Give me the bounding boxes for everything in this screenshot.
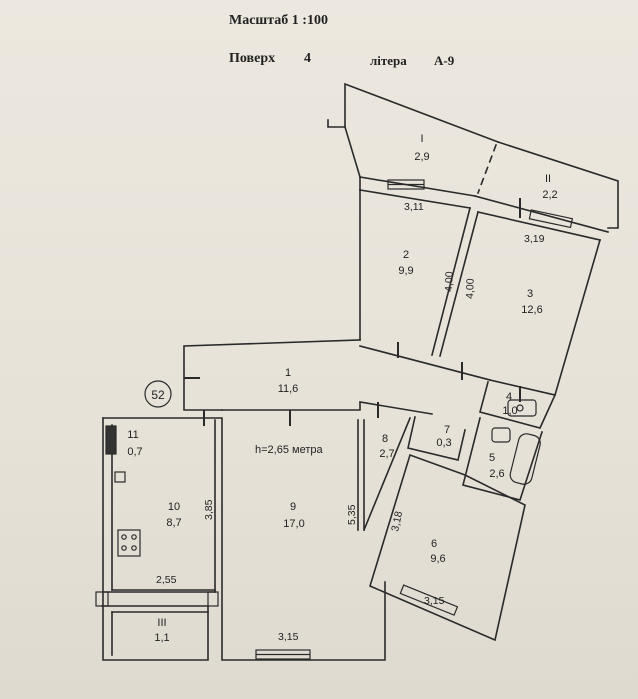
room-id: 11: [127, 429, 138, 441]
height-note: h=2,65 метра: [255, 444, 323, 456]
dimension-label: 3,15: [278, 631, 299, 643]
room-id: 5: [489, 452, 495, 464]
dimension-label: 4,00: [443, 271, 456, 292]
room-id: 3: [527, 288, 533, 300]
room-area: 17,0: [283, 518, 304, 530]
floor-label: Поверх: [229, 51, 276, 66]
scale-label: Масштаб 1 :100: [229, 13, 328, 28]
room-id: 6: [431, 538, 437, 550]
room-id: 4: [506, 391, 512, 403]
room-area: 2,7: [379, 448, 394, 460]
room-id: 2: [403, 249, 409, 261]
dimension-label: 3,15: [424, 595, 445, 607]
dimension-label: 3,19: [524, 233, 545, 245]
building-number: 52: [151, 388, 165, 402]
dimension-label: 5,35: [346, 504, 358, 525]
letter-value: А-9: [434, 53, 455, 68]
room-id: III: [157, 617, 166, 629]
room-id: 1: [285, 367, 291, 379]
letter-label: літера: [370, 53, 407, 68]
dimension-label: 3,85: [203, 499, 215, 520]
room-id: I: [420, 133, 423, 145]
room-area: 2,6: [489, 468, 504, 480]
floor-value: 4: [304, 51, 311, 66]
dimension-label: 3,18: [389, 510, 405, 533]
room-area: 12,6: [521, 304, 542, 316]
room-area: 2,2: [542, 189, 557, 201]
room-id: 8: [382, 433, 388, 445]
room-area: 1,1: [154, 632, 169, 644]
room-area: 1,0: [502, 405, 517, 417]
dimension-label: 2,55: [156, 574, 177, 586]
dimension-label: 4,00: [464, 278, 477, 299]
room-area: 9,6: [430, 553, 445, 565]
room-area: 0,3: [436, 437, 451, 449]
room-id: 9: [290, 501, 296, 513]
room-id: 7: [444, 424, 450, 436]
room-area: 8,7: [166, 517, 181, 529]
building-number-circle: [144, 380, 172, 408]
room-area: 2,9: [414, 151, 429, 163]
dimension-label: 3,11: [404, 201, 424, 213]
room-id: II: [545, 173, 551, 185]
room-area: 11,6: [278, 383, 299, 395]
room-area: 0,7: [127, 446, 142, 458]
room-area: 9,9: [398, 265, 413, 277]
room-id: 10: [168, 501, 180, 513]
